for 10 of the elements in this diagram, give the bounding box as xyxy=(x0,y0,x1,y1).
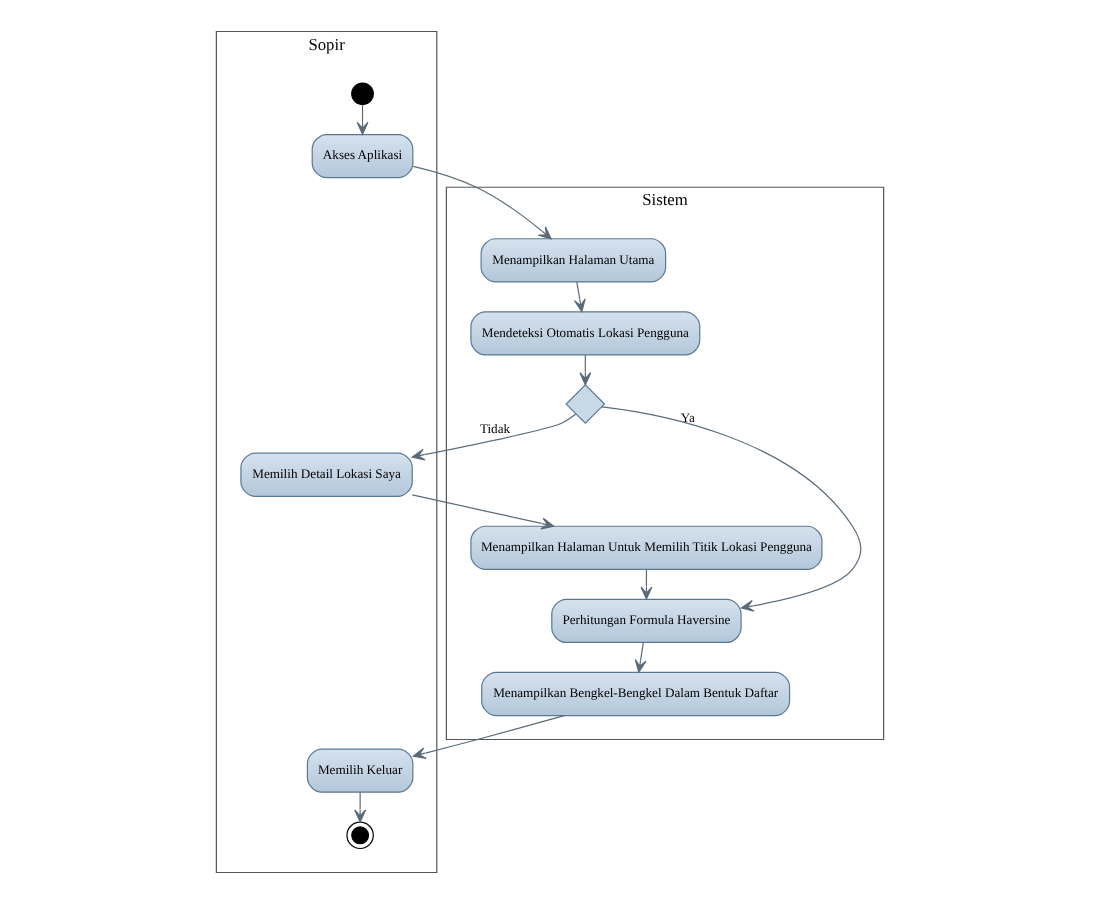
arrow xyxy=(411,413,577,461)
arrow xyxy=(354,791,367,823)
arrow xyxy=(573,281,586,313)
arrow xyxy=(412,165,552,240)
arrow xyxy=(412,715,565,759)
node-circle xyxy=(351,82,374,106)
arrow xyxy=(601,406,862,612)
arrow xyxy=(411,494,555,530)
arrow xyxy=(634,641,647,673)
node-diamond xyxy=(565,384,606,425)
